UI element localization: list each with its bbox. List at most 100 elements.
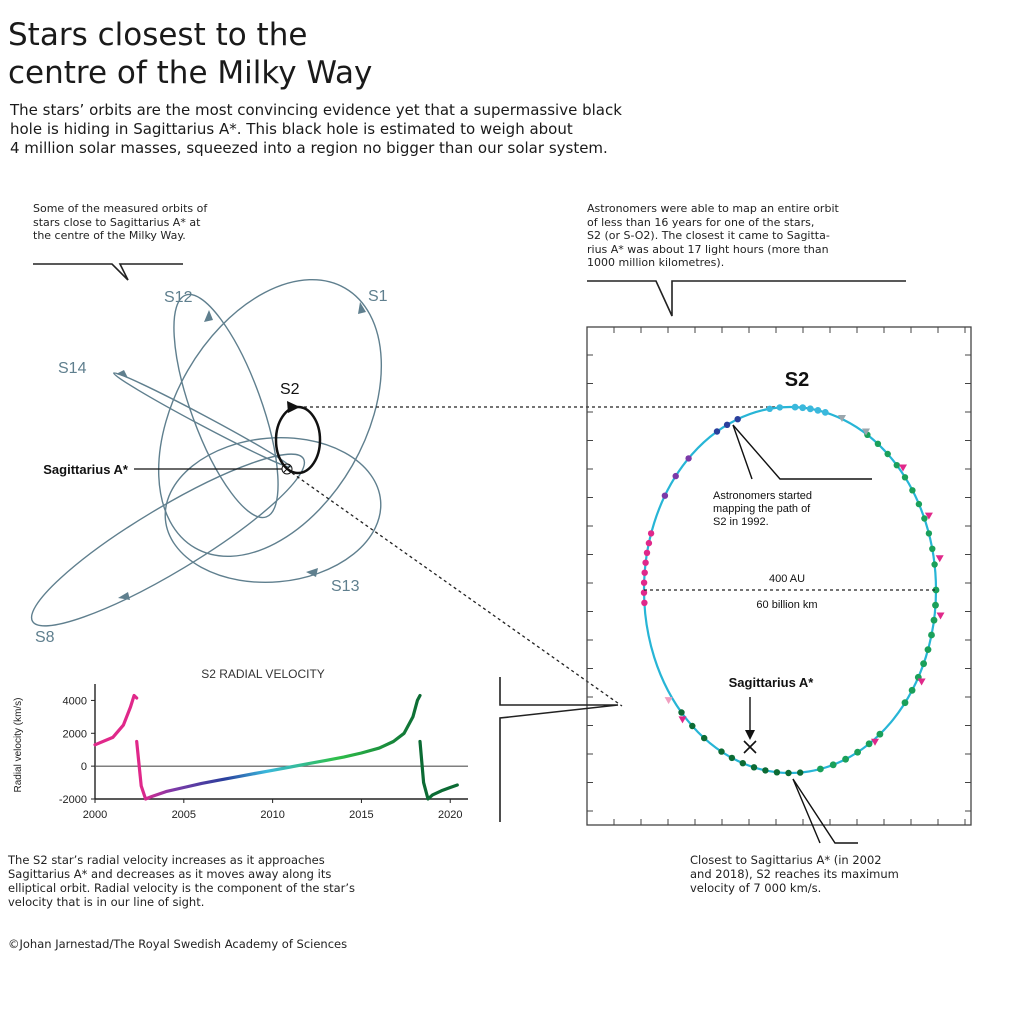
orbit-arrow-s1 bbox=[358, 302, 366, 314]
orbit-s14 bbox=[112, 372, 292, 468]
x-tick-label: 2005 bbox=[172, 809, 196, 821]
s2-obs-point bbox=[929, 545, 936, 552]
label-s13: S13 bbox=[331, 578, 360, 595]
s2-obs-point bbox=[931, 561, 938, 568]
projection-line-bottom bbox=[291, 472, 623, 707]
s2-obs-point bbox=[928, 631, 935, 639]
left-note-line-1: Some of the measured orbits of bbox=[33, 202, 208, 215]
label-sgr: Sagittarius A* bbox=[43, 462, 129, 477]
y-tick-label: -2000 bbox=[59, 794, 87, 806]
s2-obs-point bbox=[718, 748, 725, 755]
started-pointer bbox=[732, 424, 872, 480]
s2-obs-point bbox=[672, 472, 679, 480]
s2-obs-point bbox=[640, 589, 648, 596]
closest-caption-line-2: and 2018), S2 reaches its maximum bbox=[690, 867, 899, 881]
velocity-caption-line-2: Sagittarius A* and decreases as it moves… bbox=[8, 867, 332, 881]
s2-obs-point bbox=[791, 403, 799, 411]
s2-obs-point bbox=[884, 450, 891, 458]
orbit-s2 bbox=[274, 405, 322, 475]
s2-obs-point bbox=[901, 699, 909, 707]
velocity-caption-line-3: elliptical orbit. Radial velocity is the… bbox=[8, 881, 356, 895]
right-note-pointer bbox=[587, 280, 906, 317]
y-tick-label: 4000 bbox=[63, 695, 87, 707]
s2-obs-point bbox=[641, 569, 648, 576]
s2-obs-point bbox=[799, 404, 807, 412]
s2-obs-point bbox=[829, 761, 837, 769]
s2-obs-point bbox=[874, 440, 882, 447]
s2-obs-triangle bbox=[936, 612, 945, 620]
closest-caption-line-1: Closest to Sagittarius A* (in 2002 bbox=[690, 853, 882, 867]
title-line-2: centre of the Milky Way bbox=[8, 55, 373, 91]
au-label: 400 AU bbox=[769, 573, 805, 585]
right-note: Astronomers were able to map an entire o… bbox=[587, 202, 967, 270]
subtitle: The stars’ orbits are the most convincin… bbox=[10, 101, 800, 158]
s2-obs-triangle bbox=[935, 555, 944, 563]
s2-obs-point bbox=[642, 559, 649, 566]
s2-obs-point bbox=[924, 646, 932, 653]
left-note-line-2: stars close to Sagittarius A* at bbox=[33, 215, 201, 229]
right-note-line-2: of less than 16 years for one of the sta… bbox=[587, 215, 815, 229]
orbit-s1 bbox=[157, 278, 383, 558]
s2-obs-point bbox=[750, 764, 758, 771]
s2-obs-triangle bbox=[917, 678, 926, 686]
subtitle-line-2: hole is hiding in Sagittarius A*. This b… bbox=[10, 120, 573, 138]
credit: ©Johan Jarnestad/The Royal Swedish Acade… bbox=[8, 937, 348, 951]
km-label: 60 billion km bbox=[756, 599, 817, 611]
left-note-line-3: the centre of the Milky Way. bbox=[33, 229, 186, 242]
s2-panel-ticks bbox=[587, 327, 971, 825]
s2-obs-point bbox=[713, 428, 721, 435]
s2-obs-point bbox=[909, 487, 916, 494]
left-note-pointer bbox=[33, 263, 183, 281]
s2-obs-point bbox=[641, 599, 648, 606]
velocity-caption-line-1: The S2 star’s radial velocity increases … bbox=[8, 853, 325, 867]
label-s14: S14 bbox=[58, 360, 87, 377]
right-note-line-4: rius A* was about 17 light hours (more t… bbox=[587, 242, 829, 256]
label-s1: S1 bbox=[368, 288, 388, 305]
y-tick-label: 2000 bbox=[63, 728, 87, 740]
s2-obs-triangle bbox=[899, 464, 907, 472]
x-tick-label: 2000 bbox=[83, 809, 107, 821]
orbit-arrow-s13 bbox=[306, 568, 318, 577]
velocity-series-line bbox=[135, 739, 257, 801]
started-line-1: Astronomers started bbox=[713, 490, 812, 502]
right-note-line-1: Astronomers were able to map an entire o… bbox=[587, 202, 839, 215]
sgr-marker bbox=[281, 463, 293, 475]
orbit-arrow-s2 bbox=[287, 401, 300, 413]
s2-obs-point bbox=[876, 730, 884, 738]
s2-obs-point bbox=[920, 660, 927, 668]
page-title: Stars closest to the centre of the Milky… bbox=[8, 16, 708, 92]
s2-obs-point bbox=[776, 404, 783, 411]
started-line-3: S2 in 1992. bbox=[713, 516, 769, 528]
velocity-series-line bbox=[93, 693, 139, 747]
panel-bracket bbox=[499, 677, 619, 822]
s2-obs-point bbox=[701, 734, 708, 742]
title-line-1: Stars closest to the bbox=[8, 17, 308, 53]
started-pointer-b bbox=[732, 424, 753, 480]
y-tick-label: 0 bbox=[81, 761, 87, 773]
x-tick-label: 2010 bbox=[260, 809, 284, 821]
s2-obs-point bbox=[785, 769, 792, 777]
orbit-s13 bbox=[164, 436, 382, 584]
s2-obs-point bbox=[821, 409, 829, 416]
sgr-marker-cross bbox=[283, 465, 291, 473]
s2-obs-point bbox=[689, 722, 696, 730]
s2-obs-point bbox=[854, 748, 861, 756]
s2-obs-point bbox=[647, 530, 655, 537]
s2-obs-triangle bbox=[664, 697, 673, 705]
s2-obs-triangle bbox=[862, 428, 870, 436]
s2-obs-point bbox=[773, 769, 781, 776]
velocity-chart-title: S2 RADIAL VELOCITY bbox=[201, 667, 325, 681]
s2-obs-point bbox=[921, 515, 928, 522]
s2-obs-point bbox=[814, 407, 822, 414]
s2-obs-point bbox=[842, 755, 849, 763]
s2-obs-point bbox=[766, 405, 773, 412]
panel-sgr-label: Sagittarius A* bbox=[729, 675, 815, 690]
s2-obs-point bbox=[797, 769, 804, 776]
orbit-arrow-s12 bbox=[204, 310, 213, 322]
orbit-s12 bbox=[173, 293, 279, 519]
s2-obs-triangle bbox=[871, 738, 879, 746]
s2-obs-point bbox=[817, 765, 824, 773]
s2-obs-point bbox=[661, 492, 669, 499]
s2-obs-point bbox=[932, 601, 939, 609]
